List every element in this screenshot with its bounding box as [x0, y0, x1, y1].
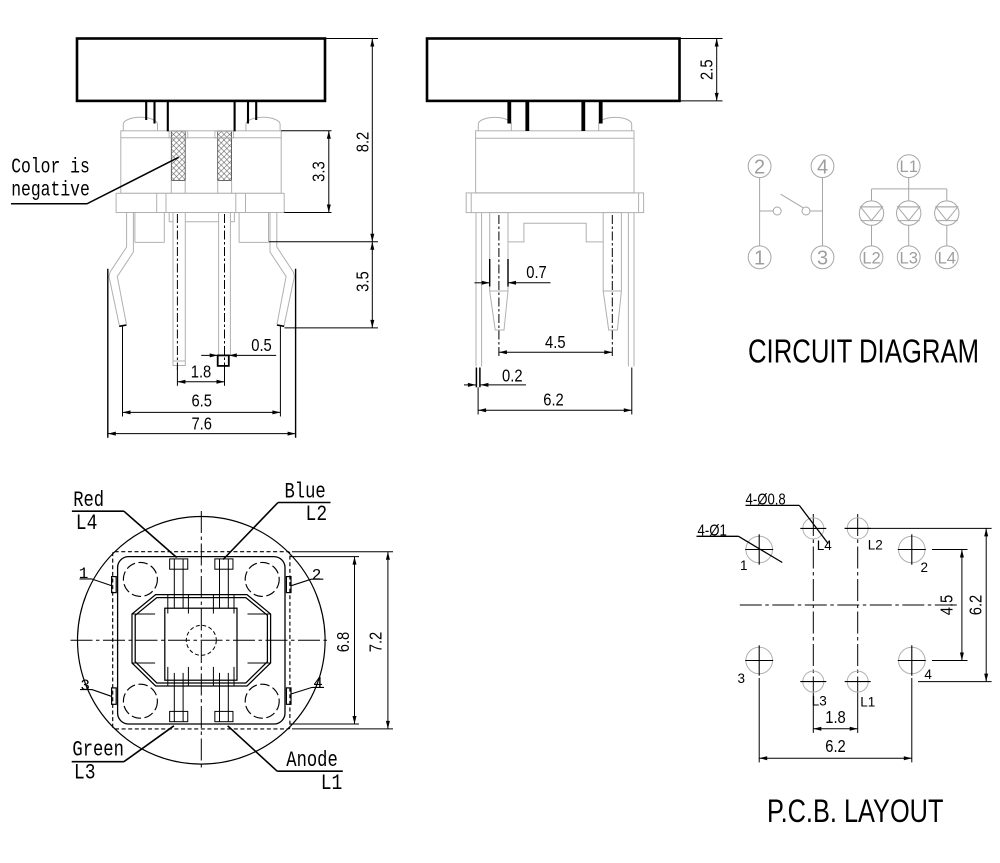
- svg-text:Color is: Color is: [11, 155, 90, 180]
- svg-text:1: 1: [754, 248, 765, 270]
- svg-text:1: 1: [740, 558, 748, 573]
- svg-text:3: 3: [817, 248, 828, 270]
- svg-text:7.2: 7.2: [366, 632, 386, 652]
- svg-text:7.6: 7.6: [191, 414, 211, 434]
- svg-text:L2: L2: [862, 249, 880, 267]
- svg-text:L3: L3: [812, 693, 827, 708]
- svg-text:P.C.B. LAYOUT: P.C.B. LAYOUT: [767, 794, 944, 830]
- svg-text:6.5: 6.5: [191, 391, 211, 411]
- svg-text:4: 4: [817, 156, 828, 178]
- svg-text:L1: L1: [860, 694, 875, 709]
- svg-text:L4: L4: [817, 538, 833, 553]
- svg-text:1.8: 1.8: [825, 708, 845, 728]
- svg-text:3.3: 3.3: [309, 161, 329, 181]
- svg-text:3.5: 3.5: [353, 271, 373, 291]
- svg-text:L1: L1: [900, 158, 918, 176]
- svg-text:L3: L3: [900, 249, 918, 267]
- svg-text:L2: L2: [306, 503, 328, 528]
- svg-text:L4: L4: [938, 249, 956, 267]
- svg-text:2: 2: [312, 567, 322, 585]
- svg-text:0.2: 0.2: [502, 366, 522, 386]
- svg-text:Red: Red: [73, 488, 104, 513]
- svg-text:Anode: Anode: [286, 748, 337, 773]
- svg-text:4-Ø1: 4-Ø1: [698, 523, 727, 540]
- svg-text:Green: Green: [72, 737, 123, 762]
- svg-text:3: 3: [80, 677, 90, 695]
- svg-text:4.5: 4.5: [545, 332, 565, 352]
- svg-text:1: 1: [79, 565, 89, 583]
- svg-text:1.8: 1.8: [191, 362, 211, 382]
- svg-text:CIRCUIT DIAGRAM: CIRCUIT DIAGRAM: [748, 334, 979, 371]
- svg-text:0.7: 0.7: [526, 263, 546, 283]
- svg-text:2: 2: [754, 156, 765, 178]
- svg-text:0.5: 0.5: [251, 336, 271, 356]
- svg-text:8.2: 8.2: [353, 132, 373, 152]
- svg-text:L3: L3: [74, 761, 96, 786]
- svg-text:Blue: Blue: [285, 480, 326, 505]
- svg-text:4: 4: [313, 675, 323, 693]
- svg-text:L1: L1: [321, 771, 343, 796]
- svg-text:2.5: 2.5: [697, 59, 717, 79]
- svg-text:6.2: 6.2: [825, 737, 845, 757]
- svg-text:2: 2: [921, 560, 929, 575]
- svg-text:6.8: 6.8: [333, 632, 353, 652]
- svg-text:3: 3: [738, 671, 746, 686]
- svg-text:negative: negative: [11, 178, 90, 203]
- svg-text:6.2: 6.2: [543, 390, 563, 410]
- svg-text:4.5: 4.5: [937, 595, 957, 615]
- svg-text:L2: L2: [868, 538, 883, 553]
- svg-text:4-Ø0.8: 4-Ø0.8: [746, 491, 786, 508]
- svg-text:6.2: 6.2: [966, 595, 986, 615]
- svg-text:L4: L4: [76, 511, 98, 536]
- svg-text:4: 4: [924, 667, 932, 682]
